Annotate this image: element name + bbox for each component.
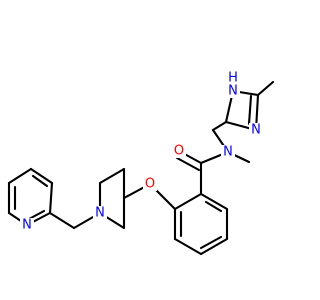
amide-n-label: N bbox=[223, 145, 233, 160]
label-mask bbox=[249, 123, 263, 137]
piperidine-n-label: N bbox=[95, 206, 105, 221]
benzene-double-bond-inner bbox=[204, 200, 223, 213]
imidazole-n-label: N bbox=[251, 123, 261, 138]
pyridine-bond bbox=[48, 181, 54, 215]
pyridine-bond bbox=[29, 167, 54, 185]
imidazole-double-bond-inner bbox=[247, 94, 253, 126]
bond bbox=[48, 211, 76, 230]
ether-oxygen-label: O bbox=[145, 177, 155, 192]
pyridine-double-bond-inner bbox=[31, 174, 49, 188]
label-mask bbox=[226, 84, 240, 98]
bond-layer bbox=[7, 80, 275, 256]
carbonyl-oxygen-label: O bbox=[174, 144, 184, 159]
methyl-bond bbox=[256, 80, 275, 97]
label-mask bbox=[93, 206, 107, 220]
imidazole-nh-label: N bbox=[228, 84, 238, 99]
carbonyl-double-bond-inner bbox=[175, 156, 201, 172]
benzene-bond bbox=[199, 192, 229, 211]
label-mask bbox=[143, 177, 157, 191]
pyridine-n-label: N bbox=[22, 218, 32, 233]
pyridine-double-bond-inner bbox=[27, 209, 46, 221]
label-mask bbox=[221, 145, 235, 159]
benzene-bond bbox=[199, 237, 229, 256]
benzene-bond bbox=[173, 237, 203, 256]
benzene-double-bond-inner bbox=[199, 235, 223, 250]
benzene-bond bbox=[173, 192, 203, 211]
pyridine-bond bbox=[7, 167, 33, 185]
imidazole-nh-hydrogen-label: H bbox=[228, 71, 238, 86]
label-mask bbox=[20, 218, 34, 232]
molecule-structure: N H N N O O N N bbox=[7, 71, 275, 256]
piperidine-bond bbox=[98, 167, 126, 185]
label-mask bbox=[172, 144, 186, 158]
bond bbox=[211, 120, 228, 132]
